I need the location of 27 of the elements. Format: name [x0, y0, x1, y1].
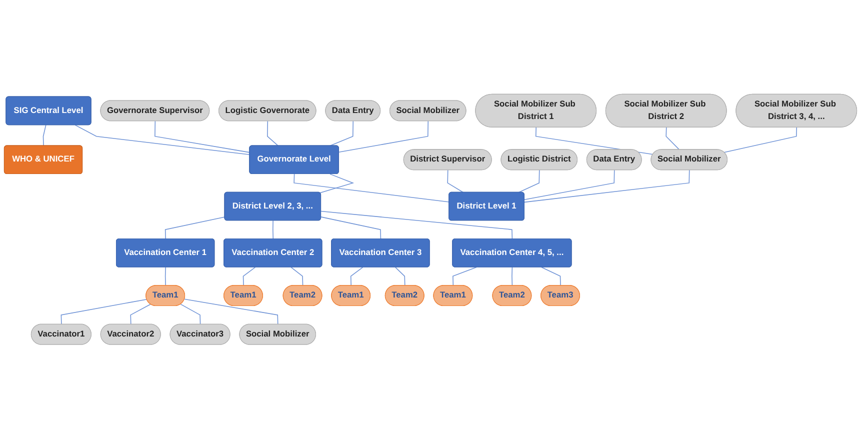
connector: [518, 169, 540, 192]
connector: [350, 266, 364, 286]
connector: [272, 220, 274, 240]
connector: [290, 266, 304, 286]
connector: [164, 266, 166, 286]
connector: [394, 266, 406, 286]
connector: [524, 169, 690, 202]
connector: [42, 124, 46, 146]
connector: [524, 169, 615, 200]
connector: [267, 120, 279, 146]
connector: [242, 266, 256, 286]
connector: [294, 173, 450, 202]
connector: [512, 266, 513, 286]
connector: [320, 216, 382, 240]
connector: [164, 216, 226, 240]
connector: [74, 124, 250, 155]
connector: [541, 266, 561, 286]
connector: [180, 303, 201, 324]
connector: [60, 298, 148, 324]
connector: [338, 120, 429, 152]
connector: [154, 120, 250, 152]
connector: [130, 303, 151, 324]
connector: [666, 126, 680, 150]
connector: [452, 266, 477, 286]
connector: [320, 210, 513, 240]
connector: [184, 298, 278, 324]
connector: [724, 126, 798, 152]
